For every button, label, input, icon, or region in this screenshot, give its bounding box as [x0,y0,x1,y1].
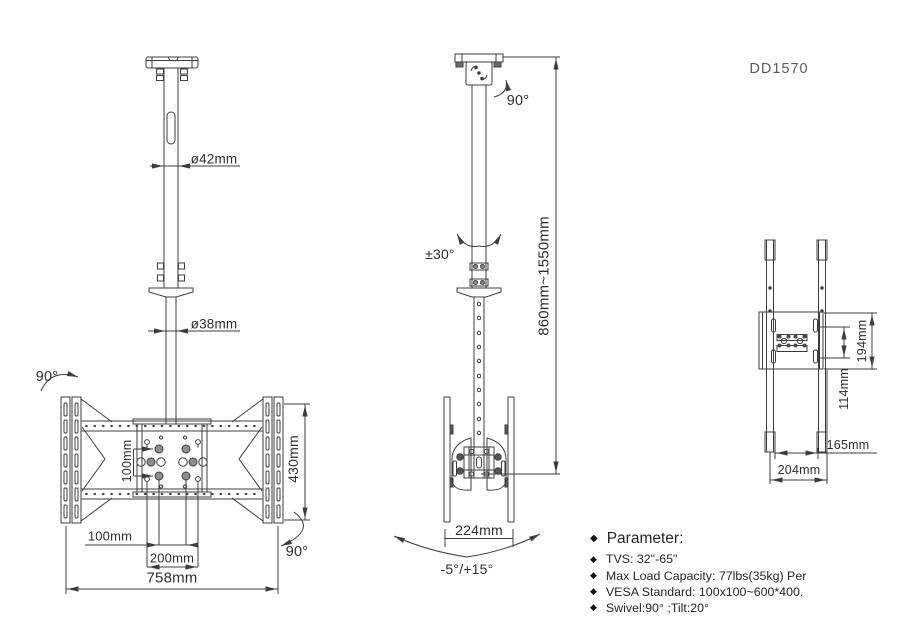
dim-758-label: 758mm [146,569,198,587]
dim-204-label: 204mm [777,462,821,477]
diamond-bullet-icon: ◆ [590,553,597,564]
diamond-bullet-icon: ◆ [590,570,597,581]
parameter-item-text: Max Load Capacity: 77lbs(35kg) Per [605,568,807,583]
dim-200-label: 200mm [149,550,195,566]
model-number: DD1570 [749,61,809,77]
parameter-item-text: VESA Standard: 100x100~600*400. [605,584,804,599]
profile-view-drawing [758,239,877,484]
dim-430-label: 430mm [285,435,301,483]
swivel-90-top-left-label: 90° [35,368,59,385]
dim-100-label: 100mm [87,528,133,544]
parameter-item-load: ◆ Max Load Capacity: 77lbs(35kg) Per [590,568,807,583]
front-view-drawing [40,56,310,594]
side-view-drawing [393,53,560,558]
parameter-item-vesa: ◆ VESA Standard: 100x100~600*400. [590,584,804,599]
dim-height-range-label: 860mm~1550mm [535,216,553,336]
dim-224-label: 224mm [455,522,503,538]
parameter-title-row: ◆ Parameter: [590,531,683,547]
dim-194-label: 194mm [854,319,869,363]
diamond-bullet-icon: ◆ [590,532,598,544]
parameter-item-tvs: ◆ TVS: 32"-65" [590,552,678,566]
tilt-range-label: -5°/+15° [440,561,494,577]
diamond-bullet-icon: ◆ [590,602,597,613]
dim-vesa-100-vertical-label: 100mm [119,439,134,483]
parameter-item-text: TVS: 32"-65" [605,552,678,566]
rotate-90-label: 90° [506,92,530,109]
parameter-item-text: Swivel:90° ;Tilt:20° [605,600,710,615]
parameter-title: Parameter: [606,530,684,547]
diamond-bullet-icon: ◆ [590,586,597,597]
dim-114-label: 114mm [836,368,851,410]
parameter-item-swivel-tilt: ◆ Swivel:90° ;Tilt:20° [590,600,710,615]
swivel-30-label: ±30° [425,246,455,262]
dim-dia42-label: ø42mm [190,151,238,167]
dim-165-label: 165mm [826,437,870,452]
swivel-90-bottom-right-label: 90° [285,543,309,560]
dim-dia38-label: ø38mm [190,316,238,332]
